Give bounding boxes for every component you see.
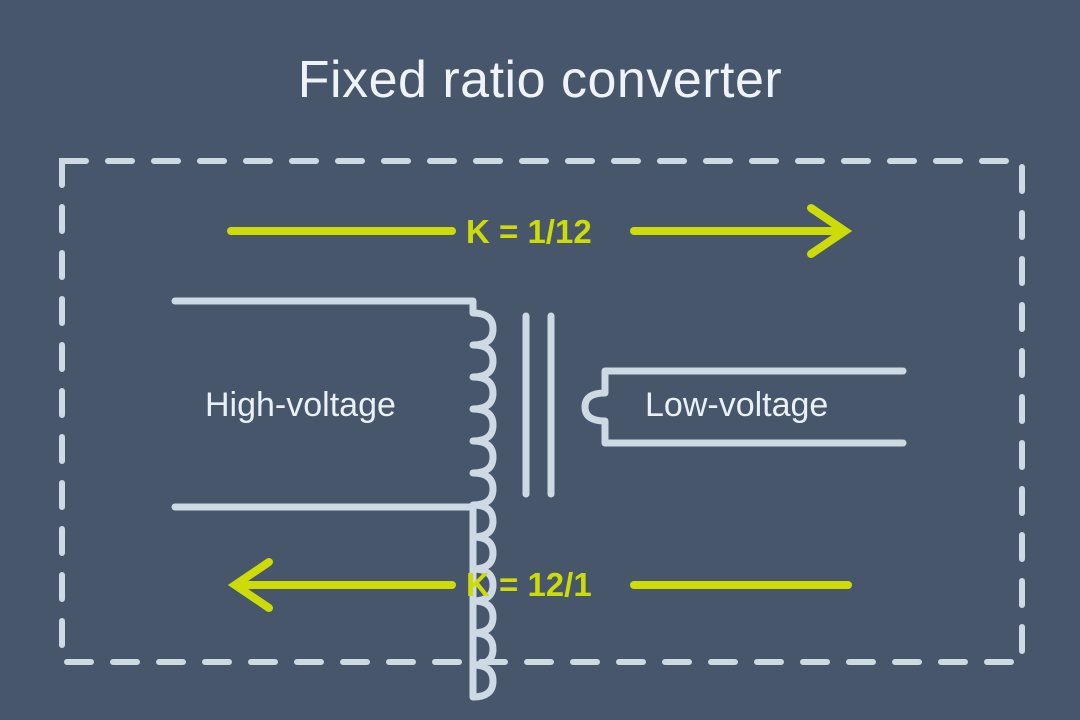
flow-arrow-top: [227, 204, 853, 258]
ratio-label-bottom: K = 12/1: [466, 566, 592, 603]
primary-winding-coil: [171, 297, 497, 701]
transformer-core: [522, 312, 555, 498]
flow-arrow-bottom: [227, 558, 852, 612]
secondary-winding-label: Low-voltage: [645, 386, 829, 424]
arrow-right-icon: [807, 204, 853, 258]
ratio-label-top: K = 1/12: [466, 213, 592, 250]
secondary-winding-coil: [581, 367, 907, 447]
primary-winding-label: High-voltage: [205, 386, 396, 424]
dashed-boundary: [59, 158, 1025, 665]
page-title: Fixed ratio converter: [297, 51, 783, 109]
arrow-left-icon: [227, 558, 273, 612]
